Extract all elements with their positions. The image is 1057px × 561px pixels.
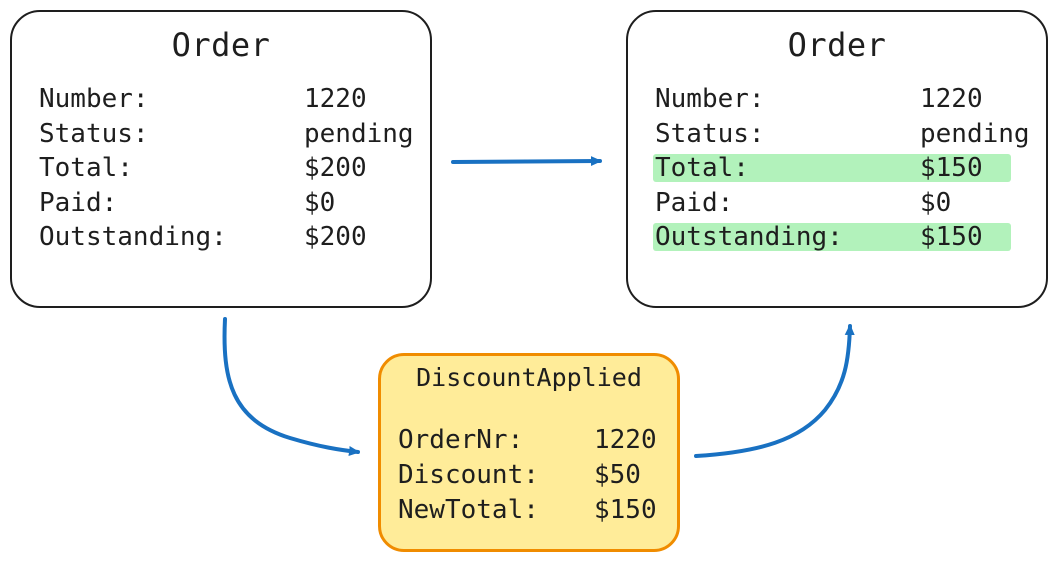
field-value: 1220 bbox=[304, 84, 367, 114]
order-after-row-number: Number: 1220 bbox=[655, 82, 1025, 116]
field-value: 1220 bbox=[920, 84, 983, 114]
event-row-discount: Discount: $50 bbox=[398, 458, 668, 492]
arrow-order-to-event bbox=[222, 317, 360, 456]
order-before-row-outstanding: Outstanding: $200 bbox=[39, 220, 409, 254]
field-label: Paid: bbox=[655, 188, 734, 218]
field-value: $0 bbox=[920, 188, 952, 218]
arrow-order-to-order bbox=[451, 156, 602, 167]
order-after-row-outstanding: Outstanding: $150 bbox=[653, 220, 1025, 254]
order-after-row-status: Status: pending bbox=[655, 117, 1030, 151]
field-value: $0 bbox=[304, 188, 336, 218]
field-label: Discount: bbox=[398, 460, 539, 490]
field-label: Number: bbox=[39, 84, 149, 114]
order-after-row-paid: Paid: $0 bbox=[655, 186, 1025, 220]
discount-applied-event-box: DiscountApplied OrderNr: 1220 Discount: … bbox=[378, 353, 680, 552]
field-value: $200 bbox=[304, 153, 367, 183]
event-title: DiscountApplied bbox=[416, 363, 642, 392]
order-before-row-paid: Paid: $0 bbox=[39, 186, 409, 220]
order-before-row-number: Number: 1220 bbox=[39, 82, 409, 116]
field-label: Total: bbox=[39, 153, 133, 183]
field-value: $150 bbox=[920, 222, 983, 252]
field-label: Paid: bbox=[39, 188, 118, 218]
changed-field-highlight bbox=[653, 223, 1011, 251]
field-label: Status: bbox=[39, 119, 149, 149]
field-value: $50 bbox=[594, 460, 641, 490]
order-after-box: Order Number: 1220 Status: pending Total… bbox=[626, 10, 1048, 308]
field-label: NewTotal: bbox=[398, 495, 539, 525]
field-value: pending bbox=[920, 119, 1030, 149]
order-before-row-total: Total: $200 bbox=[39, 151, 409, 185]
field-label: Status: bbox=[655, 119, 765, 149]
order-before-title: Order bbox=[171, 26, 271, 64]
field-label: Outstanding: bbox=[655, 222, 843, 252]
field-value: pending bbox=[304, 119, 414, 149]
event-row-newtotal: NewTotal: $150 bbox=[398, 493, 668, 527]
arrow-event-to-order bbox=[694, 324, 855, 458]
field-label: Total: bbox=[655, 153, 749, 183]
order-after-title: Order bbox=[787, 26, 887, 64]
field-value: 1220 bbox=[594, 425, 657, 455]
field-value: $200 bbox=[304, 222, 367, 252]
changed-field-highlight bbox=[653, 154, 1011, 182]
order-after-row-total: Total: $150 bbox=[653, 151, 1025, 185]
field-value: $150 bbox=[594, 495, 657, 525]
field-label: Outstanding: bbox=[39, 222, 227, 252]
field-value: $150 bbox=[920, 153, 983, 183]
event-row-ordernr: OrderNr: 1220 bbox=[398, 423, 668, 457]
order-before-box: Order Number: 1220 Status: pending Total… bbox=[10, 10, 432, 308]
field-label: Number: bbox=[655, 84, 765, 114]
order-before-row-status: Status: pending bbox=[39, 117, 414, 151]
field-label: OrderNr: bbox=[398, 425, 524, 455]
